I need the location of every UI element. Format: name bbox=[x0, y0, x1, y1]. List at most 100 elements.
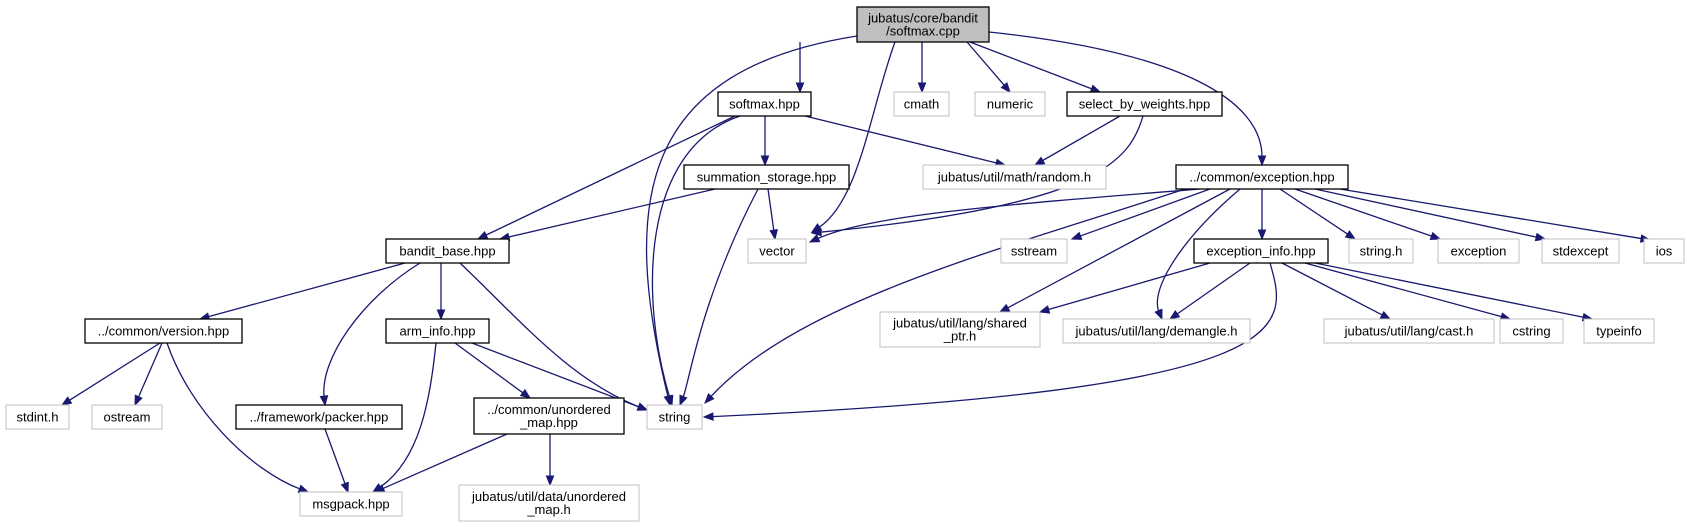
edge-summation_storage_hpp-to-bandit_base_hpp bbox=[498, 188, 716, 242]
node-unordered_map_hpp[interactable]: ../common/unordered_map.hpp bbox=[473, 397, 625, 435]
node-label: exception_info.hpp bbox=[1206, 244, 1315, 259]
edge-exception_hpp-to-string bbox=[704, 188, 1186, 404]
node-label: stdexcept bbox=[1553, 244, 1609, 259]
node-label: _map.hpp bbox=[519, 415, 578, 430]
edge-summation_storage_hpp-to-string bbox=[679, 188, 759, 407]
edge-exception_hpp-to-exception bbox=[1294, 188, 1442, 241]
node-box bbox=[1175, 164, 1349, 190]
node-label: jubatus/util/math/random.h bbox=[937, 170, 1091, 185]
node-box bbox=[974, 91, 1046, 117]
node-label: jubatus/core/bandit bbox=[867, 11, 978, 26]
node-box bbox=[299, 491, 403, 517]
edge-bandit_base_hpp-to-version_hpp bbox=[198, 262, 406, 321]
edge-line bbox=[1047, 262, 1211, 311]
edge-exception_hpp-to-demangle_h bbox=[1154, 188, 1241, 321]
edge-line bbox=[818, 41, 896, 229]
edge-arrowhead bbox=[1379, 310, 1392, 320]
edge-line bbox=[507, 188, 716, 238]
edge-arrowhead bbox=[760, 155, 770, 167]
edge-line bbox=[1304, 262, 1503, 318]
node-box bbox=[1583, 318, 1655, 344]
edge-line bbox=[1176, 262, 1251, 315]
node-box bbox=[458, 484, 640, 522]
node-box bbox=[1437, 238, 1520, 264]
node-packer_hpp[interactable]: ../framework/packer.hpp bbox=[235, 404, 403, 430]
edge-softmax_hpp-to-summation_storage_hpp bbox=[760, 116, 770, 167]
edge-line bbox=[709, 188, 1186, 398]
node-select_by_weights_hpp[interactable]: select_by_weights.hpp bbox=[1066, 91, 1223, 117]
edge-line bbox=[969, 41, 1093, 90]
edge-packer_hpp-to-msgpack_hpp bbox=[324, 428, 349, 494]
node-box bbox=[1193, 238, 1329, 264]
node-arm_info_hpp[interactable]: arm_info.hpp bbox=[385, 318, 490, 344]
node-numeric: numeric bbox=[974, 91, 1046, 117]
edge-line bbox=[1294, 188, 1433, 238]
node-box bbox=[683, 164, 850, 190]
node-sstream: sstream bbox=[1000, 238, 1068, 264]
node-summation_storage_hpp[interactable]: summation_storage.hpp bbox=[683, 164, 850, 190]
edge-arrowhead bbox=[519, 388, 532, 399]
edge-arrowhead bbox=[60, 396, 73, 406]
edge-softmax_cpp-to-numeric bbox=[966, 41, 1011, 94]
node-label: numeric bbox=[987, 97, 1034, 112]
edge-line bbox=[711, 262, 1277, 418]
node-exception: exception bbox=[1437, 238, 1520, 264]
node-label: ../common/version.hpp bbox=[98, 324, 230, 339]
node-label: stdint.h bbox=[17, 410, 59, 425]
node-box bbox=[385, 318, 490, 344]
edge-line bbox=[1079, 188, 1211, 237]
node-box bbox=[91, 404, 163, 430]
edge-select_by_weights_hpp-to-random_h bbox=[1033, 115, 1121, 166]
node-exception_hpp[interactable]: ../common/exception.hpp bbox=[1175, 164, 1349, 190]
node-label: _map.h bbox=[526, 502, 570, 517]
node-label: string bbox=[659, 410, 691, 425]
edge-arrowhead bbox=[436, 309, 446, 321]
node-ios: ios bbox=[1643, 238, 1685, 264]
edge-arrowhead bbox=[917, 82, 927, 94]
edge-line bbox=[471, 342, 640, 408]
edge-arrowhead bbox=[476, 231, 489, 240]
node-exception_info_hpp[interactable]: exception_info.hpp bbox=[1193, 238, 1329, 264]
node-box bbox=[747, 238, 807, 264]
node-string: string bbox=[646, 404, 703, 430]
node-softmax_cpp[interactable]: jubatus/core/bandit/softmax.cpp bbox=[856, 6, 990, 43]
node-msgpack_hpp: msgpack.hpp bbox=[299, 491, 403, 517]
edge-softmax_hpp-to-string bbox=[651, 115, 741, 407]
node-box bbox=[1499, 318, 1564, 344]
edge-arrowhead bbox=[704, 393, 715, 404]
node-softmax_hpp[interactable]: softmax.hpp bbox=[717, 91, 812, 117]
node-label: select_by_weights.hpp bbox=[1079, 97, 1211, 112]
node-box bbox=[385, 238, 510, 264]
edge-line bbox=[645, 35, 858, 398]
node-label: jubatus/util/data/unordered bbox=[471, 489, 626, 504]
node-label: ../common/unordered bbox=[487, 402, 611, 417]
edge-line bbox=[1041, 115, 1121, 162]
edge-line bbox=[1314, 262, 1585, 319]
edge-arrowhead bbox=[1033, 156, 1046, 166]
node-label: /softmax.cpp bbox=[886, 24, 960, 39]
edge-line bbox=[988, 31, 1263, 158]
node-label: exception bbox=[1451, 244, 1507, 259]
node-box bbox=[1541, 238, 1620, 264]
node-version_hpp[interactable]: ../common/version.hpp bbox=[84, 318, 243, 344]
node-box bbox=[1348, 238, 1414, 264]
node-demangle_h: jubatus/util/lang/demangle.h bbox=[1062, 318, 1251, 344]
node-bandit_base_hpp[interactable]: bandit_base.hpp bbox=[385, 238, 510, 264]
node-box bbox=[1643, 238, 1685, 264]
edge-line bbox=[323, 262, 421, 398]
edge-bandit_base_hpp-to-packer_hpp bbox=[319, 262, 421, 407]
edge-line bbox=[484, 115, 736, 237]
edge-softmax_cpp-to-select_by_weights_hpp bbox=[969, 41, 1102, 93]
edge-exception_hpp-to-string_h bbox=[1279, 188, 1357, 240]
edge-line bbox=[379, 342, 437, 489]
edge-arm_info_hpp-to-string bbox=[471, 342, 649, 411]
node-label: jubatus/util/lang/shared bbox=[892, 316, 1027, 331]
node-box bbox=[473, 397, 625, 435]
node-box bbox=[856, 6, 990, 43]
edge-arrowhead bbox=[1429, 231, 1442, 241]
edge-softmax_cpp-to-cmath bbox=[917, 42, 927, 94]
node-box bbox=[922, 164, 1107, 190]
node-label: ostream bbox=[104, 410, 151, 425]
node-label: cstring bbox=[1512, 324, 1550, 339]
